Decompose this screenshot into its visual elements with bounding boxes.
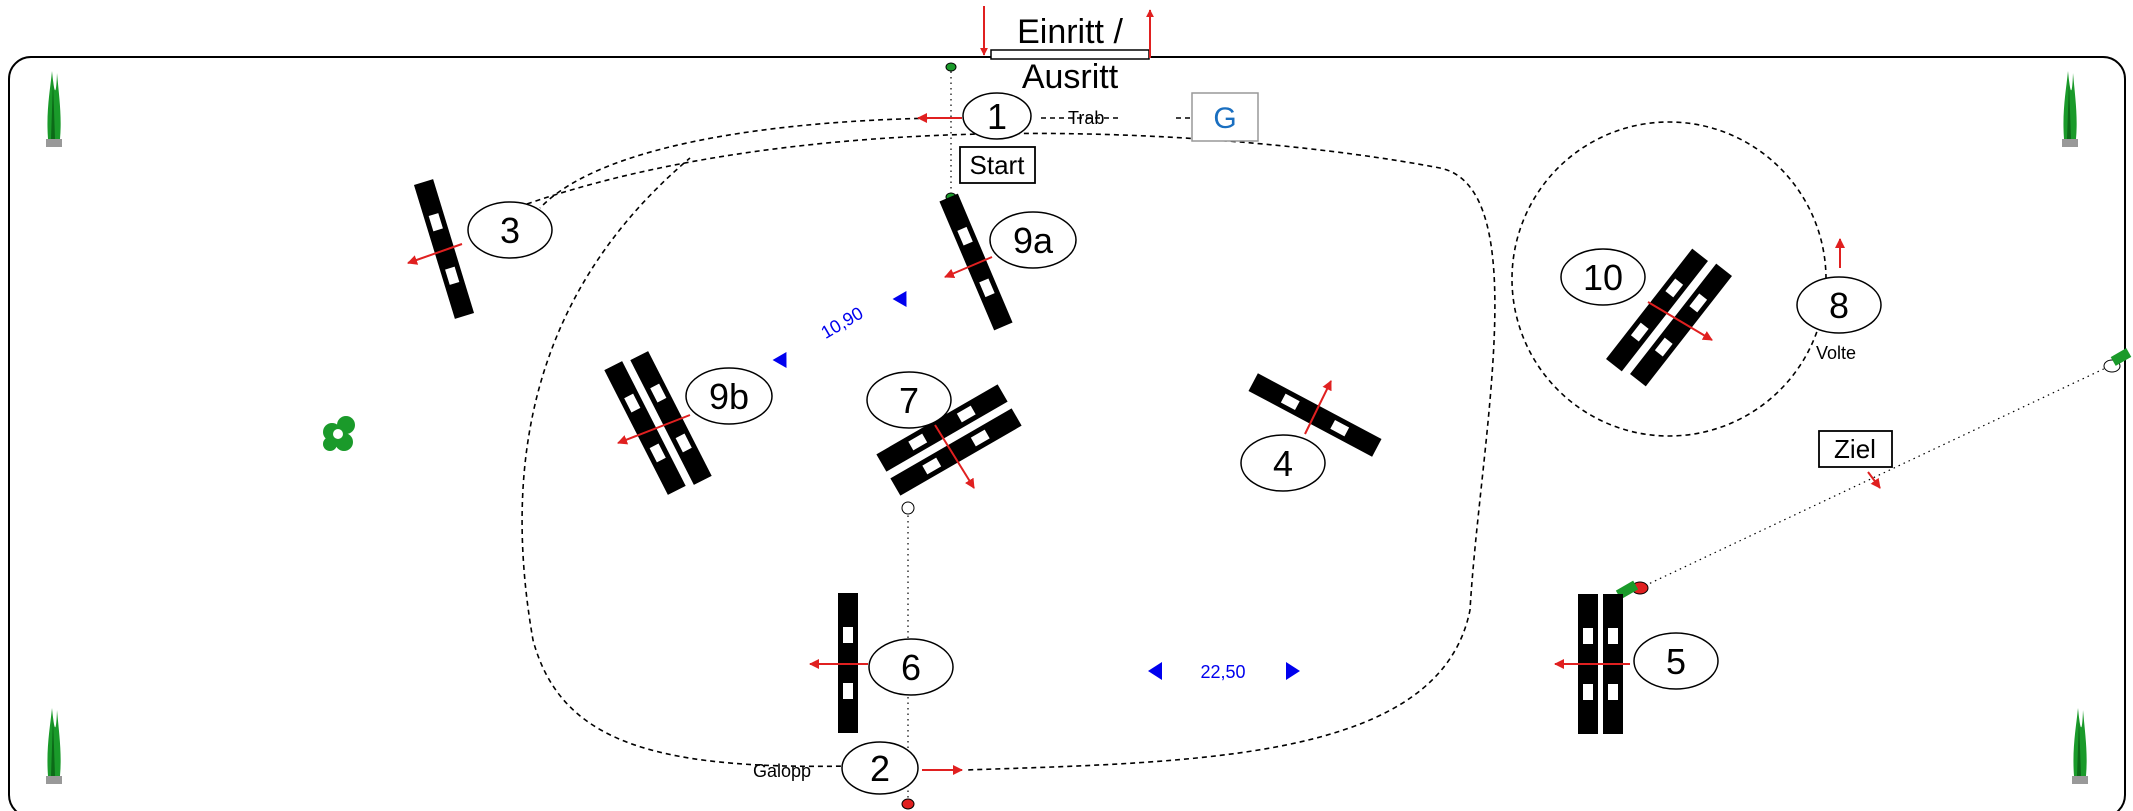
arrow-9b-icon [617,414,691,445]
obstacle-number-5: 5 [1633,632,1719,690]
arrow-7-icon [934,424,975,489]
plant-bottom-right-icon [2072,708,2088,784]
obstacle-9a-pole [939,193,1013,331]
obstacle-number-1: 1 [962,92,1032,140]
path-left-loop [521,157,851,768]
distance-arrow-left-icon [772,351,787,369]
g-label: G [1213,102,1236,135]
svg-text:9a: 9a [1013,220,1054,261]
obstacle-number-10: 10 [1560,248,1646,306]
svg-text:9b: 9b [709,376,749,417]
arrow-3-icon [407,243,463,265]
canter-label: Galopp [753,761,811,781]
svg-text:10: 10 [1583,257,1623,298]
obstacle-number-8: 8 [1796,276,1882,334]
distance-label-10-90: 10,90 [817,303,866,343]
bush-icon [323,416,355,451]
plant-top-left-icon [46,71,62,147]
svg-text:4: 4 [1273,443,1293,484]
obstacle-number-3: 3 [467,201,553,259]
plant-bottom-left-icon [46,708,62,784]
obstacle-number-9b: 9b [685,367,773,425]
arrow-9a-icon [944,256,993,279]
entrance-line1: Einritt / [1017,13,1123,51]
obstacle-9b-pole [604,351,712,495]
entrance-gate: Einritt / Ausritt [980,6,1154,96]
distance-label-22-50: 22,50 [1200,662,1245,682]
distance-10-90: 10,90 [772,290,907,369]
arrow-4-icon [1304,380,1332,435]
arrow-10-icon [1647,301,1713,341]
timing-lines [907,66,2113,805]
obstacle-number-7: 7 [866,371,952,429]
distance-arrow-right-icon [1286,662,1300,680]
svg-text:8: 8 [1829,285,1849,326]
arrow-finish-icon [1867,471,1881,489]
path-main-loop [509,132,1496,771]
svg-text:7: 7 [899,380,919,421]
finish-label: Ziel [1834,434,1876,464]
volte-label: Volte [1816,343,1856,363]
distance-22-50: 22,50 [1148,662,1300,682]
g-box: G [1191,92,1259,142]
svg-text:3: 3 [500,210,520,251]
svg-text:2: 2 [870,748,890,789]
trot-label: Trab [1068,108,1104,128]
route-paths [509,117,1827,771]
finish-box: Ziel [1818,430,1893,468]
start-label: Start [970,150,1026,180]
distance-arrow-right-icon [892,290,907,308]
svg-text:5: 5 [1666,641,1686,682]
obstacle-number-4: 4 [1240,434,1326,492]
start-box: Start [959,146,1036,184]
svg-text:1: 1 [987,96,1007,137]
obstacle-number-6: 6 [868,638,954,696]
svg-text:6: 6 [901,647,921,688]
entrance-line2: Ausritt [1022,58,1119,96]
obstacle-3-pole [413,179,475,319]
obstacle-number-9a: 9a [989,211,1077,269]
obstacle-number-2: 2 [841,741,919,795]
distance-arrow-left-icon [1148,662,1162,680]
plant-top-right-icon [2062,71,2078,147]
finish-line [1639,364,2113,589]
direction-arrows [407,113,1881,775]
line-markers [901,62,2132,810]
path-1-to-3 [539,117,956,209]
